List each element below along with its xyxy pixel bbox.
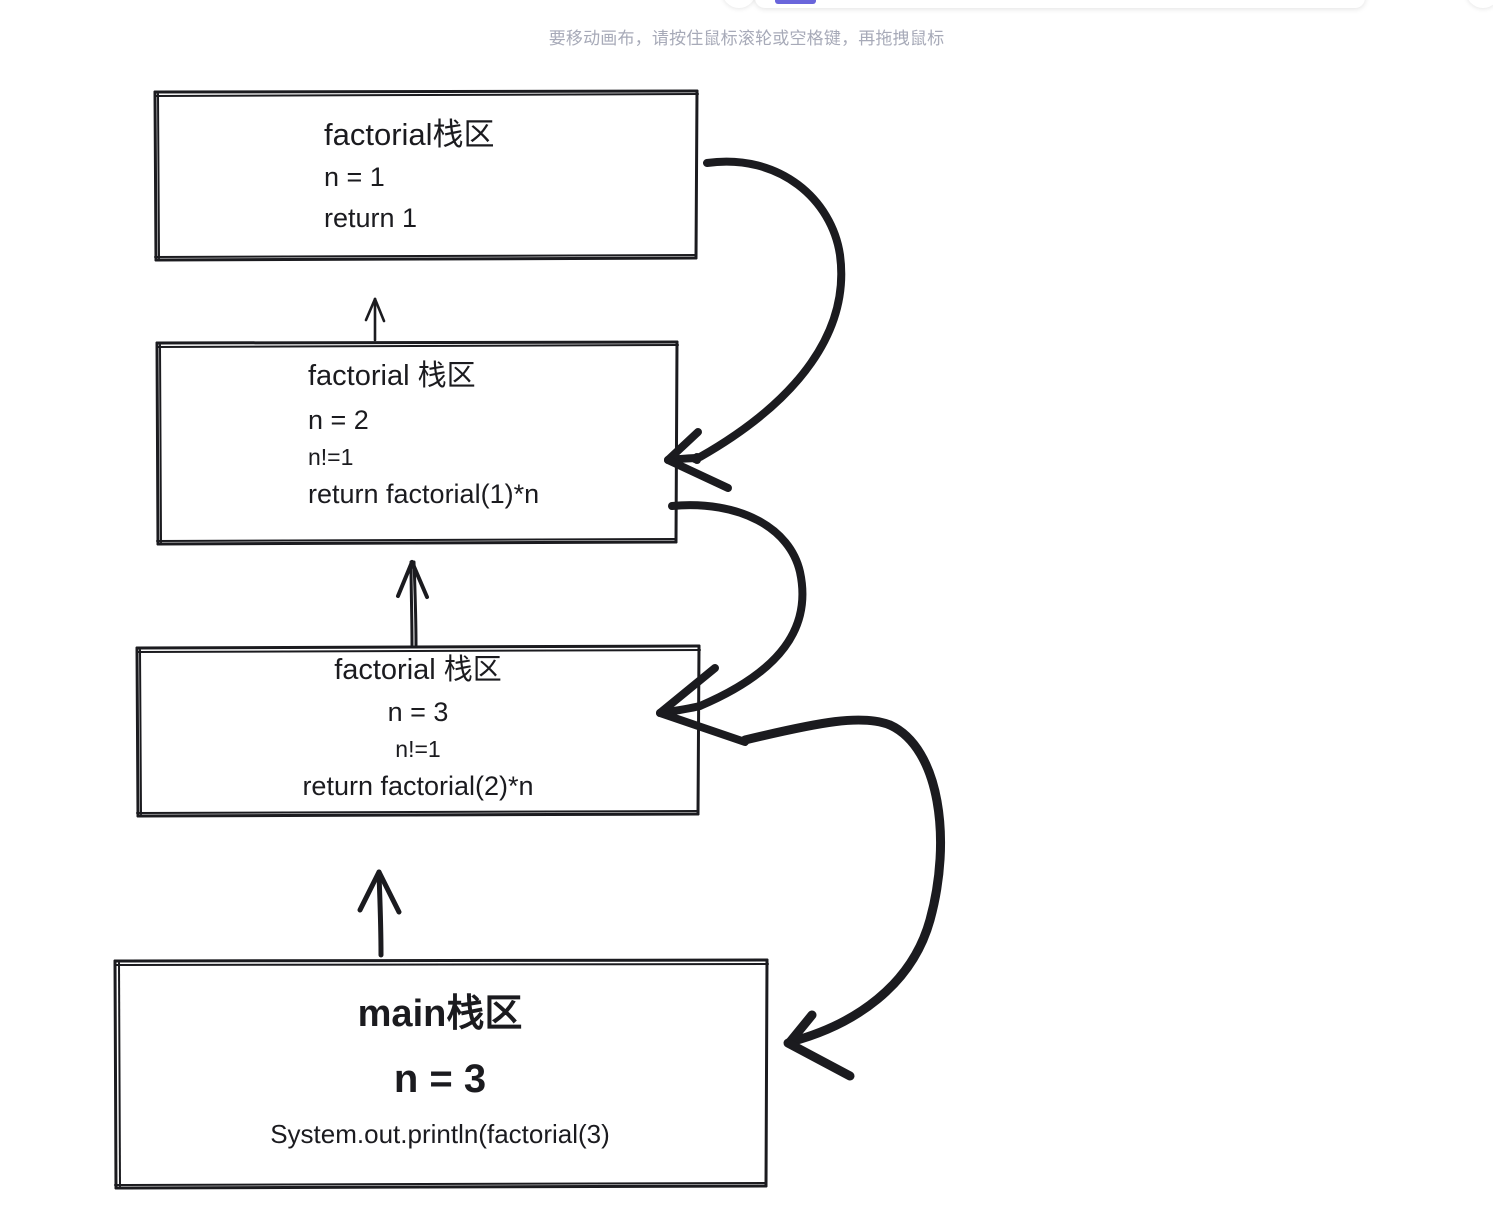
canvas-pan-hint: 要移动画布，请按住鼠标滚轮或空格键，再拖拽鼠标 [548,29,945,48]
call-arrow-n2-to-n1 [364,297,386,342]
call-arrow-n3-to-n2 [396,560,429,647]
canvas-menu-button[interactable] [722,0,756,8]
box3-title: factorial 栈区 [334,654,502,686]
box2-return: return factorial(1)*n [308,479,540,509]
main-println: System.out.println(factorial(3) [270,1119,610,1149]
box3-n: n = 3 [387,697,449,727]
box1-return: return 1 [324,202,418,233]
box-content: factorial 栈区 n = 3 n!=1 return factorial… [134,644,702,818]
box-content: main栈区 n = 3 System.out.println(factoria… [110,958,770,1190]
main-n: n = 3 [393,1057,487,1101]
return-arrow-n3-to-main [740,715,946,1081]
box1-title: factorial栈区 [324,116,495,152]
box2-n: n = 2 [308,405,369,435]
active-tool-indicator [775,0,816,4]
box-content: factorial栈区 n = 1 return 1 [152,88,700,262]
call-arrow-main-to-n3 [357,869,402,958]
box2-condition: n!=1 [308,444,354,470]
tool-palette[interactable] [755,0,1365,8]
stack-frame-factorial-n3[interactable]: factorial 栈区 n = 3 n!=1 return factorial… [134,644,702,818]
library-button[interactable] [1466,0,1493,8]
stack-frame-main[interactable]: main栈区 n = 3 System.out.println(factoria… [110,958,770,1190]
box3-condition: n!=1 [395,736,441,762]
main-title: main栈区 [357,993,523,1035]
box3-return: return factorial(2)*n [302,771,534,801]
box1-n: n = 1 [324,161,385,192]
stack-frame-factorial-n2[interactable]: factorial 栈区 n = 2 n!=1 return factorial… [153,340,680,546]
box-content: factorial 栈区 n = 2 n!=1 return factorial… [153,340,680,546]
box2-title: factorial 栈区 [308,360,476,392]
stack-frame-factorial-n1[interactable]: factorial栈区 n = 1 return 1 [152,88,700,262]
